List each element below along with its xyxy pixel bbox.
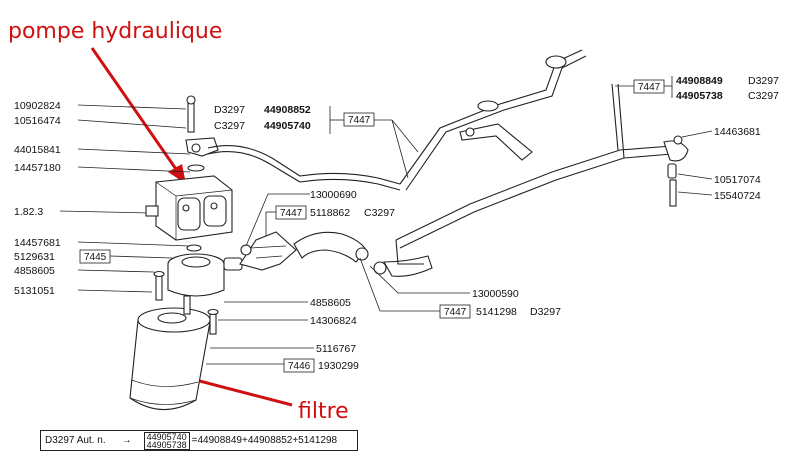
label-1930299: 1930299 (318, 360, 359, 372)
label-top-center-variant-2: C3297 (214, 120, 245, 132)
box-7447-top-center-text: 7447 (348, 115, 371, 126)
footer-arrow: → (121, 435, 132, 446)
box-7447-top-right-text: 7447 (638, 82, 661, 93)
label-5141298: 5141298 (476, 306, 517, 318)
hose-assembly-middle (239, 231, 433, 277)
label-10516474: 10516474 (14, 115, 61, 127)
pipes (207, 49, 689, 265)
label-14306824: 14306824 (310, 315, 357, 327)
label-14463681: 14463681 (714, 126, 761, 138)
label-13000590: 13000590 (472, 288, 519, 300)
label-top-right-code-2: 44905738 (676, 90, 723, 102)
label-top-center-code-2: 44905740 (264, 120, 311, 132)
label-14457180: 14457180 (14, 162, 61, 174)
label-5129631: 5129631 (14, 251, 55, 263)
label-44015841: 44015841 (14, 144, 61, 156)
label-5116767: 5116767 (316, 343, 356, 355)
label-top-right-variant-1: D3297 (748, 75, 779, 87)
label-1.82.3: 1.82.3 (14, 206, 43, 218)
box-7447-mid (275, 205, 307, 220)
box-7447-top-right (633, 79, 665, 94)
footer-stack: 44905740 44905738 (143, 431, 190, 450)
filter-arrow (187, 376, 293, 407)
label-15540724: 15540724 (714, 190, 761, 202)
footer-stack-top: 44905740 (146, 431, 187, 442)
box-7446 (283, 358, 315, 373)
label-4858605-lower: 4858605 (310, 297, 351, 309)
box-7447-lower-text: 7447 (444, 307, 467, 318)
footer-note: D3297 Aut. n. → 44905740 44905738 =44908… (40, 430, 358, 451)
pump-annotation: pompe hydraulique (8, 19, 222, 44)
filter-head (153, 253, 243, 335)
label-13000690: 13000690 (310, 189, 357, 201)
label-top-right-code-1: 44908849 (676, 75, 723, 87)
label-5118862-variant: C3297 (364, 207, 395, 219)
label-14457681: 14457681 (14, 237, 61, 249)
hydraulic-pump (145, 95, 233, 252)
footer-stack-bottom: 44905738 (146, 439, 187, 450)
label-5141298-variant: D3297 (530, 306, 561, 318)
box-7447-top-center (343, 112, 375, 127)
box-7447-lower (439, 304, 471, 319)
label-4858605-left: 4858605 (14, 265, 55, 277)
footer-title: D3297 Aut. n. (45, 435, 106, 446)
filter-annotation: filtre (298, 399, 349, 424)
label-top-right-variant-2: C3297 (748, 90, 779, 102)
label-5118862: 5118862 (310, 207, 350, 219)
filter-cartridge (129, 295, 211, 411)
box-7446-text: 7446 (288, 361, 311, 372)
label-top-center-variant-1: D3297 (214, 104, 245, 116)
label-top-center-code-1: 44908852 (264, 104, 311, 116)
box-7445 (79, 249, 111, 264)
pump-arrow (90, 47, 180, 173)
box-7445-text: 7445 (84, 252, 107, 263)
footer-formula: =44908849+44908852+5141298 (191, 435, 338, 446)
label-5131051: 5131051 (14, 285, 55, 297)
label-10902824: 10902824 (14, 100, 61, 112)
box-7447-mid-text: 7447 (280, 208, 303, 219)
label-10517074: 10517074 (714, 174, 761, 186)
